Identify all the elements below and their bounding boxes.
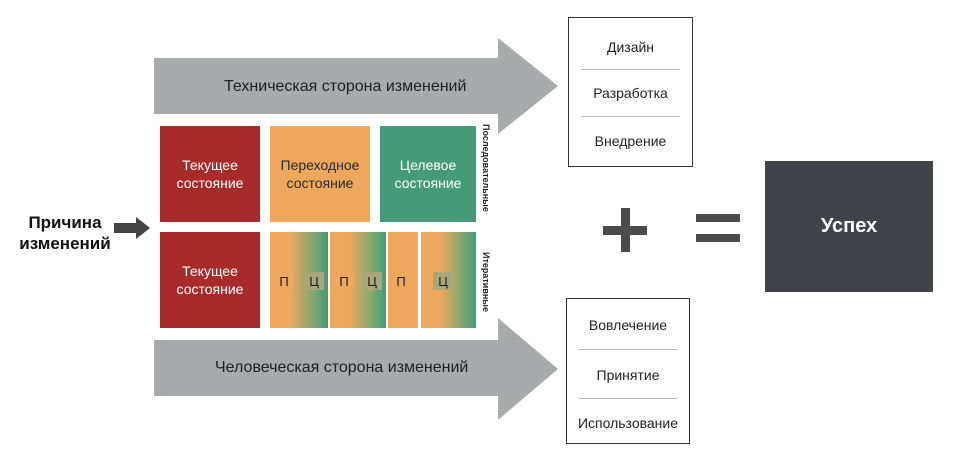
iterative-label: Итеративные xyxy=(481,252,491,312)
iter-tag-target-3: Ц xyxy=(433,272,453,290)
iter-tag-target-1: Ц xyxy=(304,272,324,290)
change-cause-label: Причина изменений xyxy=(6,212,124,254)
divider xyxy=(579,398,677,399)
human-list: Вовлечение Принятие Использование xyxy=(566,298,690,444)
iter-tag-plan-1: П xyxy=(274,272,294,290)
divider xyxy=(581,116,680,117)
seq-current-state: Текущее состояние xyxy=(160,126,260,222)
iter-tag-plan-3: П xyxy=(391,272,411,290)
divider xyxy=(581,69,680,70)
iter-tag-plan-2: П xyxy=(334,272,354,290)
technical-list-item: Внедрение xyxy=(594,133,667,149)
success-label: Успех xyxy=(820,215,878,237)
cause-line-2: изменений xyxy=(19,234,111,253)
human-list-item: Вовлечение xyxy=(588,317,668,333)
equals-bar-bottom xyxy=(696,234,740,242)
technical-list-item: Разработка xyxy=(593,85,668,101)
plus-bar-vertical xyxy=(621,208,630,252)
human-list-item: Принятие xyxy=(596,367,660,383)
technical-list-item: Дизайн xyxy=(606,39,655,55)
iter-current-state: Текущее состояние xyxy=(160,232,260,328)
divider xyxy=(579,349,677,350)
technical-side-arrow xyxy=(154,38,558,134)
success-box: Успех xyxy=(765,161,933,292)
iter-tag-target-2: Ц xyxy=(362,272,382,290)
human-list-item: Использование xyxy=(577,415,679,431)
technical-side-label: Техническая сторона изменений xyxy=(224,78,467,95)
equals-bar-top xyxy=(696,214,740,222)
seq-target-state: Целевое состояние xyxy=(380,126,476,222)
human-side-arrow xyxy=(154,318,558,420)
seq-transitional-state: Переходное состояние xyxy=(270,126,370,222)
sequential-label: Последовательные xyxy=(481,124,491,212)
human-side-label: Человеческая сторона изменений xyxy=(215,359,469,376)
cause-line-1: Причина xyxy=(28,213,102,232)
technical-list: Дизайн Разработка Внедрение xyxy=(568,17,693,167)
cause-arrow-icon xyxy=(114,217,150,244)
